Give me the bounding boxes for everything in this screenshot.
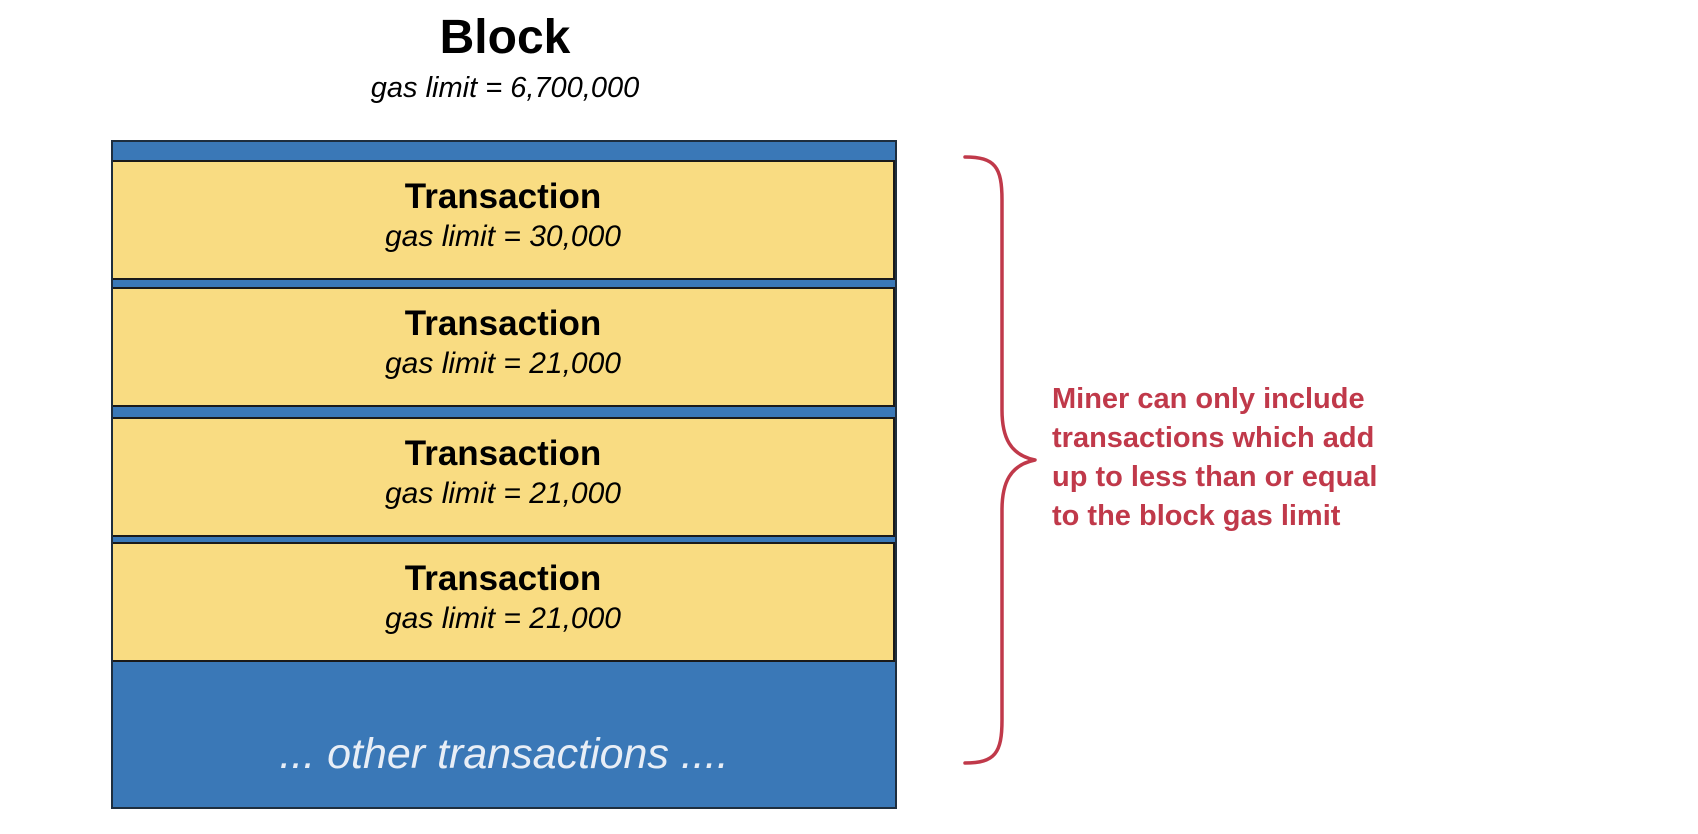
transaction-box: Transaction gas limit = 30,000: [113, 160, 895, 280]
transaction-gas-limit: gas limit = 21,000: [385, 477, 621, 510]
block-container: Transaction gas limit = 30,000 Transacti…: [111, 140, 897, 809]
block-gas-limit: gas limit = 6,700,000: [370, 72, 640, 104]
miner-annotation: Miner can only include transactions whic…: [1052, 380, 1472, 536]
other-transactions-label: ... other transactions ....: [279, 730, 729, 778]
transaction-box: Transaction gas limit = 21,000: [113, 542, 895, 662]
annotation-line: to the block gas limit: [1052, 500, 1341, 532]
curly-brace-icon: [963, 155, 1037, 765]
annotation-line: Miner can only include: [1052, 383, 1365, 415]
block-title: Block: [439, 11, 571, 64]
annotation-line: up to less than or equal: [1052, 461, 1378, 493]
transaction-gas-limit: gas limit = 30,000: [385, 220, 621, 253]
annotation-line: transactions which add: [1052, 422, 1375, 454]
transaction-gas-limit: gas limit = 21,000: [385, 602, 621, 635]
transaction-box: Transaction gas limit = 21,000: [113, 287, 895, 407]
transaction-title: Transaction: [404, 177, 602, 216]
transaction-gas-limit: gas limit = 21,000: [385, 347, 621, 380]
transaction-title: Transaction: [404, 304, 602, 343]
transaction-title: Transaction: [404, 434, 602, 473]
transaction-title: Transaction: [404, 559, 602, 598]
transaction-box: Transaction gas limit = 21,000: [113, 417, 895, 537]
